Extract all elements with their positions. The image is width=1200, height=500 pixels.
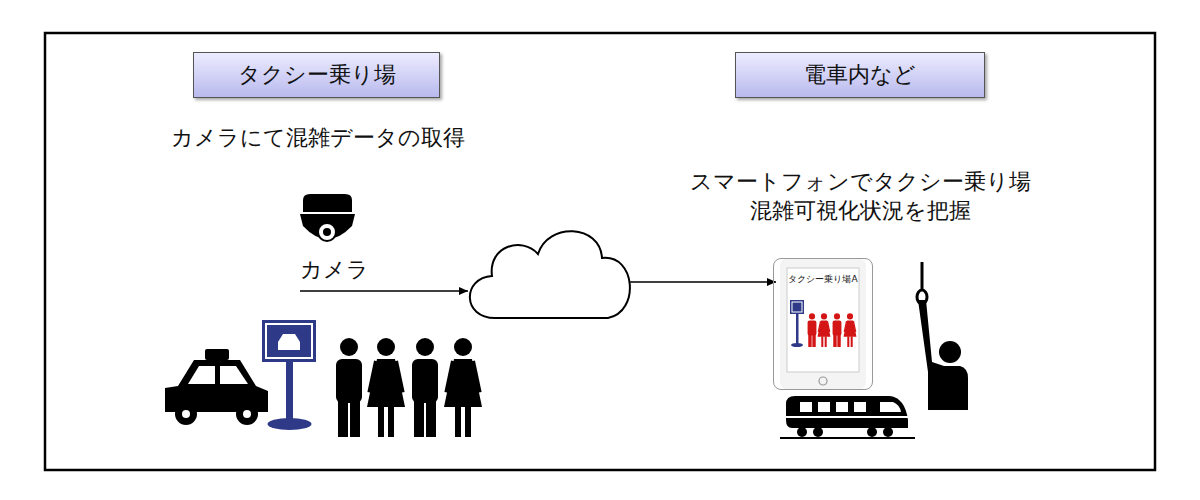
header-box: タクシー乗り場 <box>193 52 440 98</box>
caption-text: カメラにて混雑データの取得 <box>171 124 465 153</box>
node-text: タクシー乗り場A <box>774 273 872 286</box>
header-box: 電車内など <box>735 52 985 98</box>
train-icon <box>780 396 915 439</box>
caption-text: スマートフォンでタクシー乗り場 混雑可視化状況を把握 <box>690 168 1031 225</box>
taxi-icon <box>165 349 268 425</box>
camera-label: カメラ <box>300 256 369 285</box>
node-text: タクシー乗り場 <box>238 60 396 90</box>
data-arrow <box>300 290 468 292</box>
taxi-stand-sign <box>262 320 316 430</box>
camera-icon <box>300 194 355 241</box>
data-arrow <box>628 281 776 283</box>
phone-screen: タクシー乗り場A <box>773 258 873 390</box>
cloud-icon <box>470 231 630 318</box>
node-text: 電車内など <box>804 60 916 90</box>
passenger-icon <box>917 262 968 410</box>
people-queue <box>336 338 482 437</box>
frame <box>45 33 1155 470</box>
